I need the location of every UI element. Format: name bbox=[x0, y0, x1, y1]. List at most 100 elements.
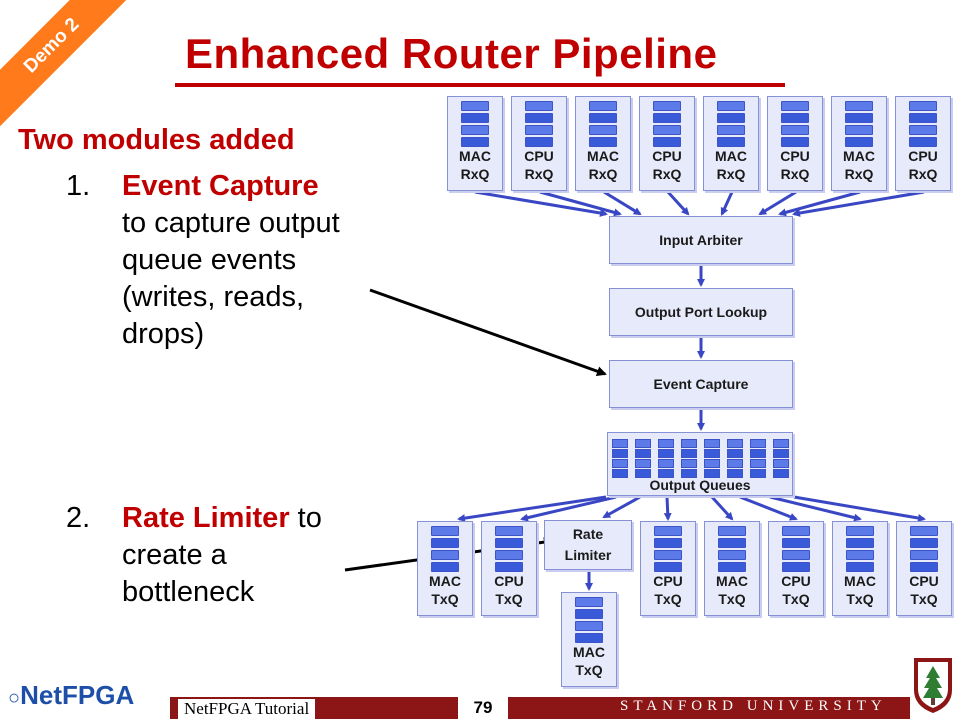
queue-icon bbox=[589, 101, 617, 147]
tx-queue: CPU TxQ bbox=[768, 521, 824, 616]
stanford-crest-icon bbox=[914, 658, 952, 713]
rx-queue: MAC RxQ bbox=[703, 96, 759, 191]
queue-label: TxQ bbox=[910, 591, 938, 607]
queue-label: MAC bbox=[459, 148, 491, 164]
rate-limiter-label: Limiter bbox=[564, 547, 612, 563]
queue-label: TxQ bbox=[575, 662, 603, 678]
item-line: (writes, reads, bbox=[122, 281, 305, 313]
slide-title: Enhanced Router Pipeline bbox=[185, 30, 718, 77]
queue-icon bbox=[575, 597, 603, 643]
queue-icon bbox=[781, 101, 809, 147]
tx-queue: CPU TxQ bbox=[896, 521, 952, 616]
queue-icon bbox=[654, 526, 682, 572]
queue-label: TxQ bbox=[654, 591, 682, 607]
list-item-event-capture: 1. Event Capture to capture output queue… bbox=[66, 168, 416, 368]
queue-label: TxQ bbox=[718, 591, 746, 607]
queue-label: CPU bbox=[909, 573, 939, 589]
queue-icon bbox=[718, 526, 746, 572]
output-queues-label: Output Queues bbox=[649, 477, 751, 493]
queue-icon bbox=[653, 101, 681, 147]
queue-label: RxQ bbox=[588, 166, 618, 182]
title-underline bbox=[175, 83, 785, 87]
queue-icon bbox=[750, 439, 766, 478]
queue-icon bbox=[782, 526, 810, 572]
queue-icon bbox=[681, 439, 697, 478]
footer-title: NetFPGA Tutorial bbox=[178, 699, 316, 719]
page-number: 79 bbox=[458, 697, 508, 719]
queue-icon bbox=[773, 439, 789, 478]
queue-label: CPU bbox=[494, 573, 524, 589]
queue-label: MAC bbox=[715, 148, 747, 164]
subheading: Two modules added bbox=[18, 124, 295, 156]
queue-label: MAC bbox=[429, 573, 461, 589]
queue-label: CPU bbox=[781, 573, 811, 589]
queue-label: RxQ bbox=[524, 166, 554, 182]
output-port-lookup-module: Output Port Lookup bbox=[609, 288, 793, 336]
queue-label: MAC bbox=[587, 148, 619, 164]
queue-icon bbox=[525, 101, 553, 147]
item-line: to capture output bbox=[122, 207, 340, 239]
queue-label: CPU bbox=[908, 148, 938, 164]
item-number: 1. bbox=[66, 170, 91, 202]
queue-icon bbox=[635, 439, 651, 478]
item-highlight: Rate Limiter bbox=[122, 502, 290, 534]
queue-icon bbox=[717, 101, 745, 147]
item-line: bottleneck bbox=[122, 576, 255, 608]
queue-label: RxQ bbox=[780, 166, 810, 182]
rate-limiter-label: Rate bbox=[572, 526, 604, 542]
tx-queue: CPU TxQ bbox=[481, 521, 537, 616]
item-line: to bbox=[297, 502, 322, 534]
queue-icon bbox=[845, 101, 873, 147]
rx-queue: MAC RxQ bbox=[575, 96, 631, 191]
queue-icon bbox=[909, 101, 937, 147]
queue-label: MAC bbox=[716, 573, 748, 589]
queue-icon bbox=[704, 439, 720, 478]
item-line: create a bbox=[122, 539, 227, 571]
queue-icon bbox=[910, 526, 938, 572]
queue-icon bbox=[612, 439, 628, 478]
queue-label: TxQ bbox=[495, 591, 523, 607]
rx-queue: MAC RxQ bbox=[831, 96, 887, 191]
queue-label: TxQ bbox=[782, 591, 810, 607]
tx-queue: MAC TxQ bbox=[561, 592, 617, 687]
queue-icon bbox=[461, 101, 489, 147]
queue-label: MAC bbox=[844, 573, 876, 589]
rx-queue: CPU RxQ bbox=[511, 96, 567, 191]
rate-limiter-module: Rate Limiter bbox=[544, 520, 632, 570]
queue-icon bbox=[846, 526, 874, 572]
input-arbiter-module: Input Arbiter bbox=[609, 216, 793, 264]
queue-icon bbox=[495, 526, 523, 572]
queue-label: RxQ bbox=[716, 166, 746, 182]
tx-queue: MAC TxQ bbox=[832, 521, 888, 616]
queue-label: TxQ bbox=[431, 591, 459, 607]
tx-queue: MAC TxQ bbox=[417, 521, 473, 616]
queue-icon bbox=[431, 526, 459, 572]
item-number: 2. bbox=[66, 502, 91, 534]
queue-label: MAC bbox=[843, 148, 875, 164]
queue-label: CPU bbox=[780, 148, 810, 164]
item-highlight: Event Capture bbox=[122, 170, 319, 202]
item-line: queue events bbox=[122, 244, 297, 276]
queue-icon bbox=[727, 439, 743, 478]
queue-label: CPU bbox=[524, 148, 554, 164]
university-name: STANFORD UNIVERSITY bbox=[620, 698, 887, 714]
queue-label: RxQ bbox=[908, 166, 938, 182]
netfpga-logo: ○NetFPGA bbox=[8, 680, 135, 710]
tx-queue: MAC TxQ bbox=[704, 521, 760, 616]
list-item-rate-limiter: 2. Rate Limiter to create a bottleneck bbox=[66, 500, 396, 620]
item-line: drops) bbox=[122, 318, 205, 350]
event-capture-module: Event Capture bbox=[609, 360, 793, 408]
queue-label: CPU bbox=[652, 148, 682, 164]
rx-queue: CPU RxQ bbox=[895, 96, 951, 191]
queue-label: MAC bbox=[573, 644, 605, 660]
queue-label: TxQ bbox=[846, 591, 874, 607]
footer-bar bbox=[170, 697, 910, 719]
queue-label: RxQ bbox=[652, 166, 682, 182]
queue-label: RxQ bbox=[844, 166, 874, 182]
rx-queue: CPU RxQ bbox=[639, 96, 695, 191]
output-queues-module: Output Queues bbox=[607, 432, 793, 496]
rx-queue: CPU RxQ bbox=[767, 96, 823, 191]
queue-icon bbox=[658, 439, 674, 478]
